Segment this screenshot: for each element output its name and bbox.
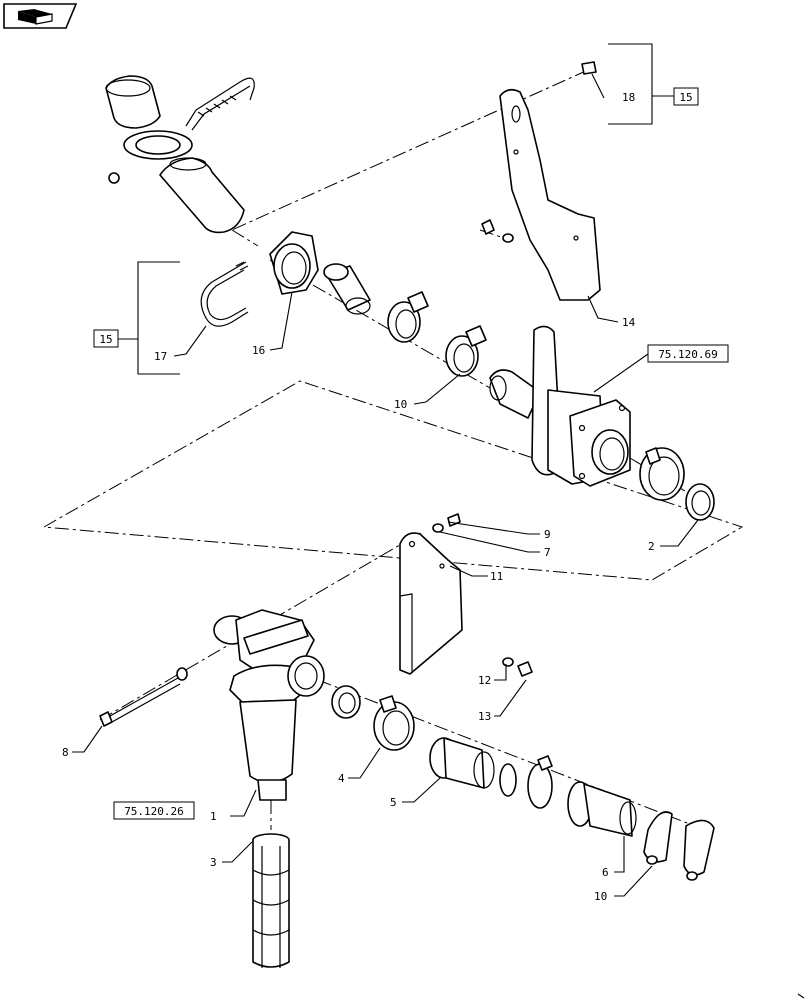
assembly-plane-outline — [42, 380, 744, 581]
axis-line-hose — [231, 229, 259, 247]
nav-icon-button[interactable] — [3, 3, 78, 29]
bracket-group-17 — [137, 261, 180, 375]
ref-box-15-top[interactable]: 15 — [652, 87, 699, 106]
clamp-mid — [527, 755, 553, 809]
callout-2: 2 — [648, 540, 655, 553]
ref-box-75-120-69[interactable]: 75.120.69 — [593, 344, 729, 393]
page-corner-mark — [797, 993, 805, 999]
filter-body-1 — [213, 609, 325, 801]
callout-6: 6 — [602, 866, 609, 879]
callout-13: 13 — [478, 710, 491, 723]
book-arrow-icon — [18, 9, 53, 25]
callout-4: 4 — [338, 772, 345, 785]
o-ring-outlet — [331, 685, 361, 719]
ref-box-75-120-26[interactable]: 75.120.26 — [113, 801, 195, 820]
svg-text:15: 15 — [679, 91, 692, 104]
callout-18: 18 — [622, 91, 635, 104]
callout-5: 5 — [390, 796, 397, 809]
callout-17: 17 — [154, 350, 167, 363]
fitting-5 — [429, 737, 495, 789]
valve-clamp — [639, 447, 685, 501]
axis-line-outlet — [317, 679, 701, 829]
hose-barb-6 — [567, 781, 637, 837]
axis-line-top — [231, 69, 589, 231]
svg-text:75.120.26: 75.120.26 — [124, 805, 184, 818]
pipe-sleeve — [323, 263, 371, 315]
callout-12: 12 — [478, 674, 491, 687]
callout-14: 14 — [622, 316, 636, 329]
bracket-bolts — [481, 219, 514, 243]
ref-box-15-left[interactable]: 15 — [93, 329, 138, 348]
callout-7: 7 — [544, 546, 551, 559]
svg-text:75.120.69: 75.120.69 — [658, 348, 718, 361]
snap-ring — [499, 763, 517, 797]
callout-10-lower: 10 — [594, 890, 607, 903]
callout-9: 9 — [544, 528, 551, 541]
leader-lines — [72, 73, 699, 897]
callout-16: 16 — [252, 344, 265, 357]
hose-grommet-assembly — [105, 75, 255, 234]
u-bolt-17 — [200, 261, 249, 327]
flange-16 — [269, 231, 319, 295]
clamp-4 — [373, 695, 415, 751]
callout-8: 8 — [62, 746, 69, 759]
hose-clamp-10-upper — [445, 325, 487, 377]
bolt-8 — [99, 667, 188, 727]
ball-valve — [489, 325, 631, 487]
o-ring-2 — [685, 483, 715, 521]
bolt-18 — [581, 61, 597, 75]
filter-screen-3 — [252, 833, 290, 968]
svg-text:15: 15 — [99, 333, 112, 346]
callout-1: 1 — [210, 810, 217, 823]
hose-clamp-10-lower — [643, 811, 715, 881]
bracket-group-18 — [608, 43, 653, 125]
callout-3: 3 — [210, 856, 217, 869]
bolt-12-13 — [502, 657, 533, 677]
hose-clamp-upper — [387, 291, 429, 343]
callout-10-upper: 10 — [394, 398, 407, 411]
callout-11: 11 — [490, 570, 503, 583]
bracket-11 — [399, 532, 463, 675]
bracket-14 — [499, 88, 601, 301]
